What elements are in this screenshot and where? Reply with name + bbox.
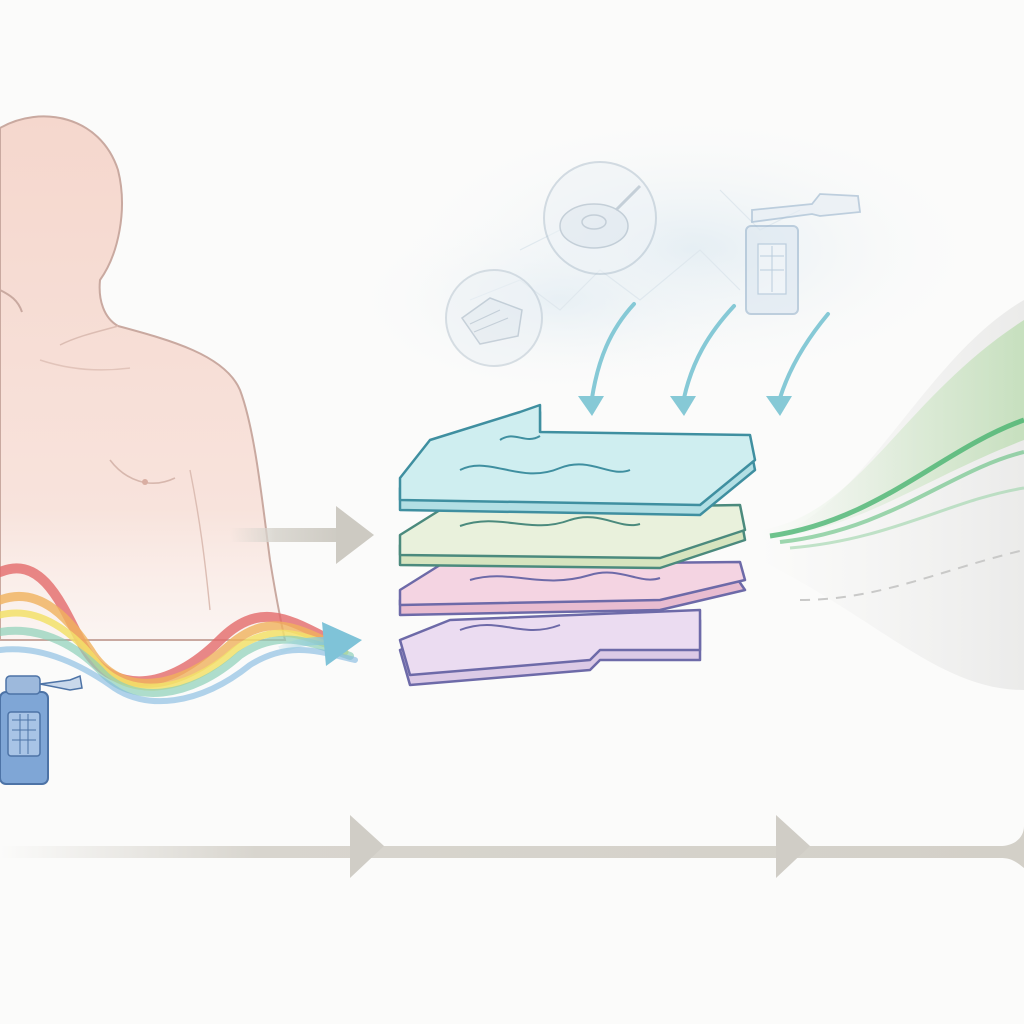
output-waves: [760, 300, 1024, 690]
teal-arrow-2: [682, 304, 736, 400]
teal-arrow-1: [590, 302, 636, 400]
wearable-sensor-icon: [0, 674, 83, 785]
dish-icon: [543, 161, 657, 275]
layer-third: [398, 560, 747, 617]
mist-cloud: [360, 120, 970, 390]
layer-second: [398, 503, 747, 570]
human-torso-icon: [0, 115, 287, 641]
timeline-arrow: [0, 815, 1024, 878]
teal-arrow-3: [778, 312, 830, 400]
microscope-slide-icon: [445, 269, 543, 367]
timeline-arrowhead-1: [350, 815, 384, 878]
layer-stack: [398, 403, 757, 687]
layer-bottom: [398, 608, 702, 687]
sensor-bottle-icon: [745, 193, 862, 315]
timeline-arrowhead-2: [776, 815, 810, 878]
layer-top: [398, 403, 757, 517]
signal-to-layers-arrow: [278, 622, 362, 666]
teal-input-arrows: [578, 302, 830, 416]
rainbow-signal-waves: [0, 563, 358, 705]
torso-to-layers-arrow: [230, 506, 374, 564]
